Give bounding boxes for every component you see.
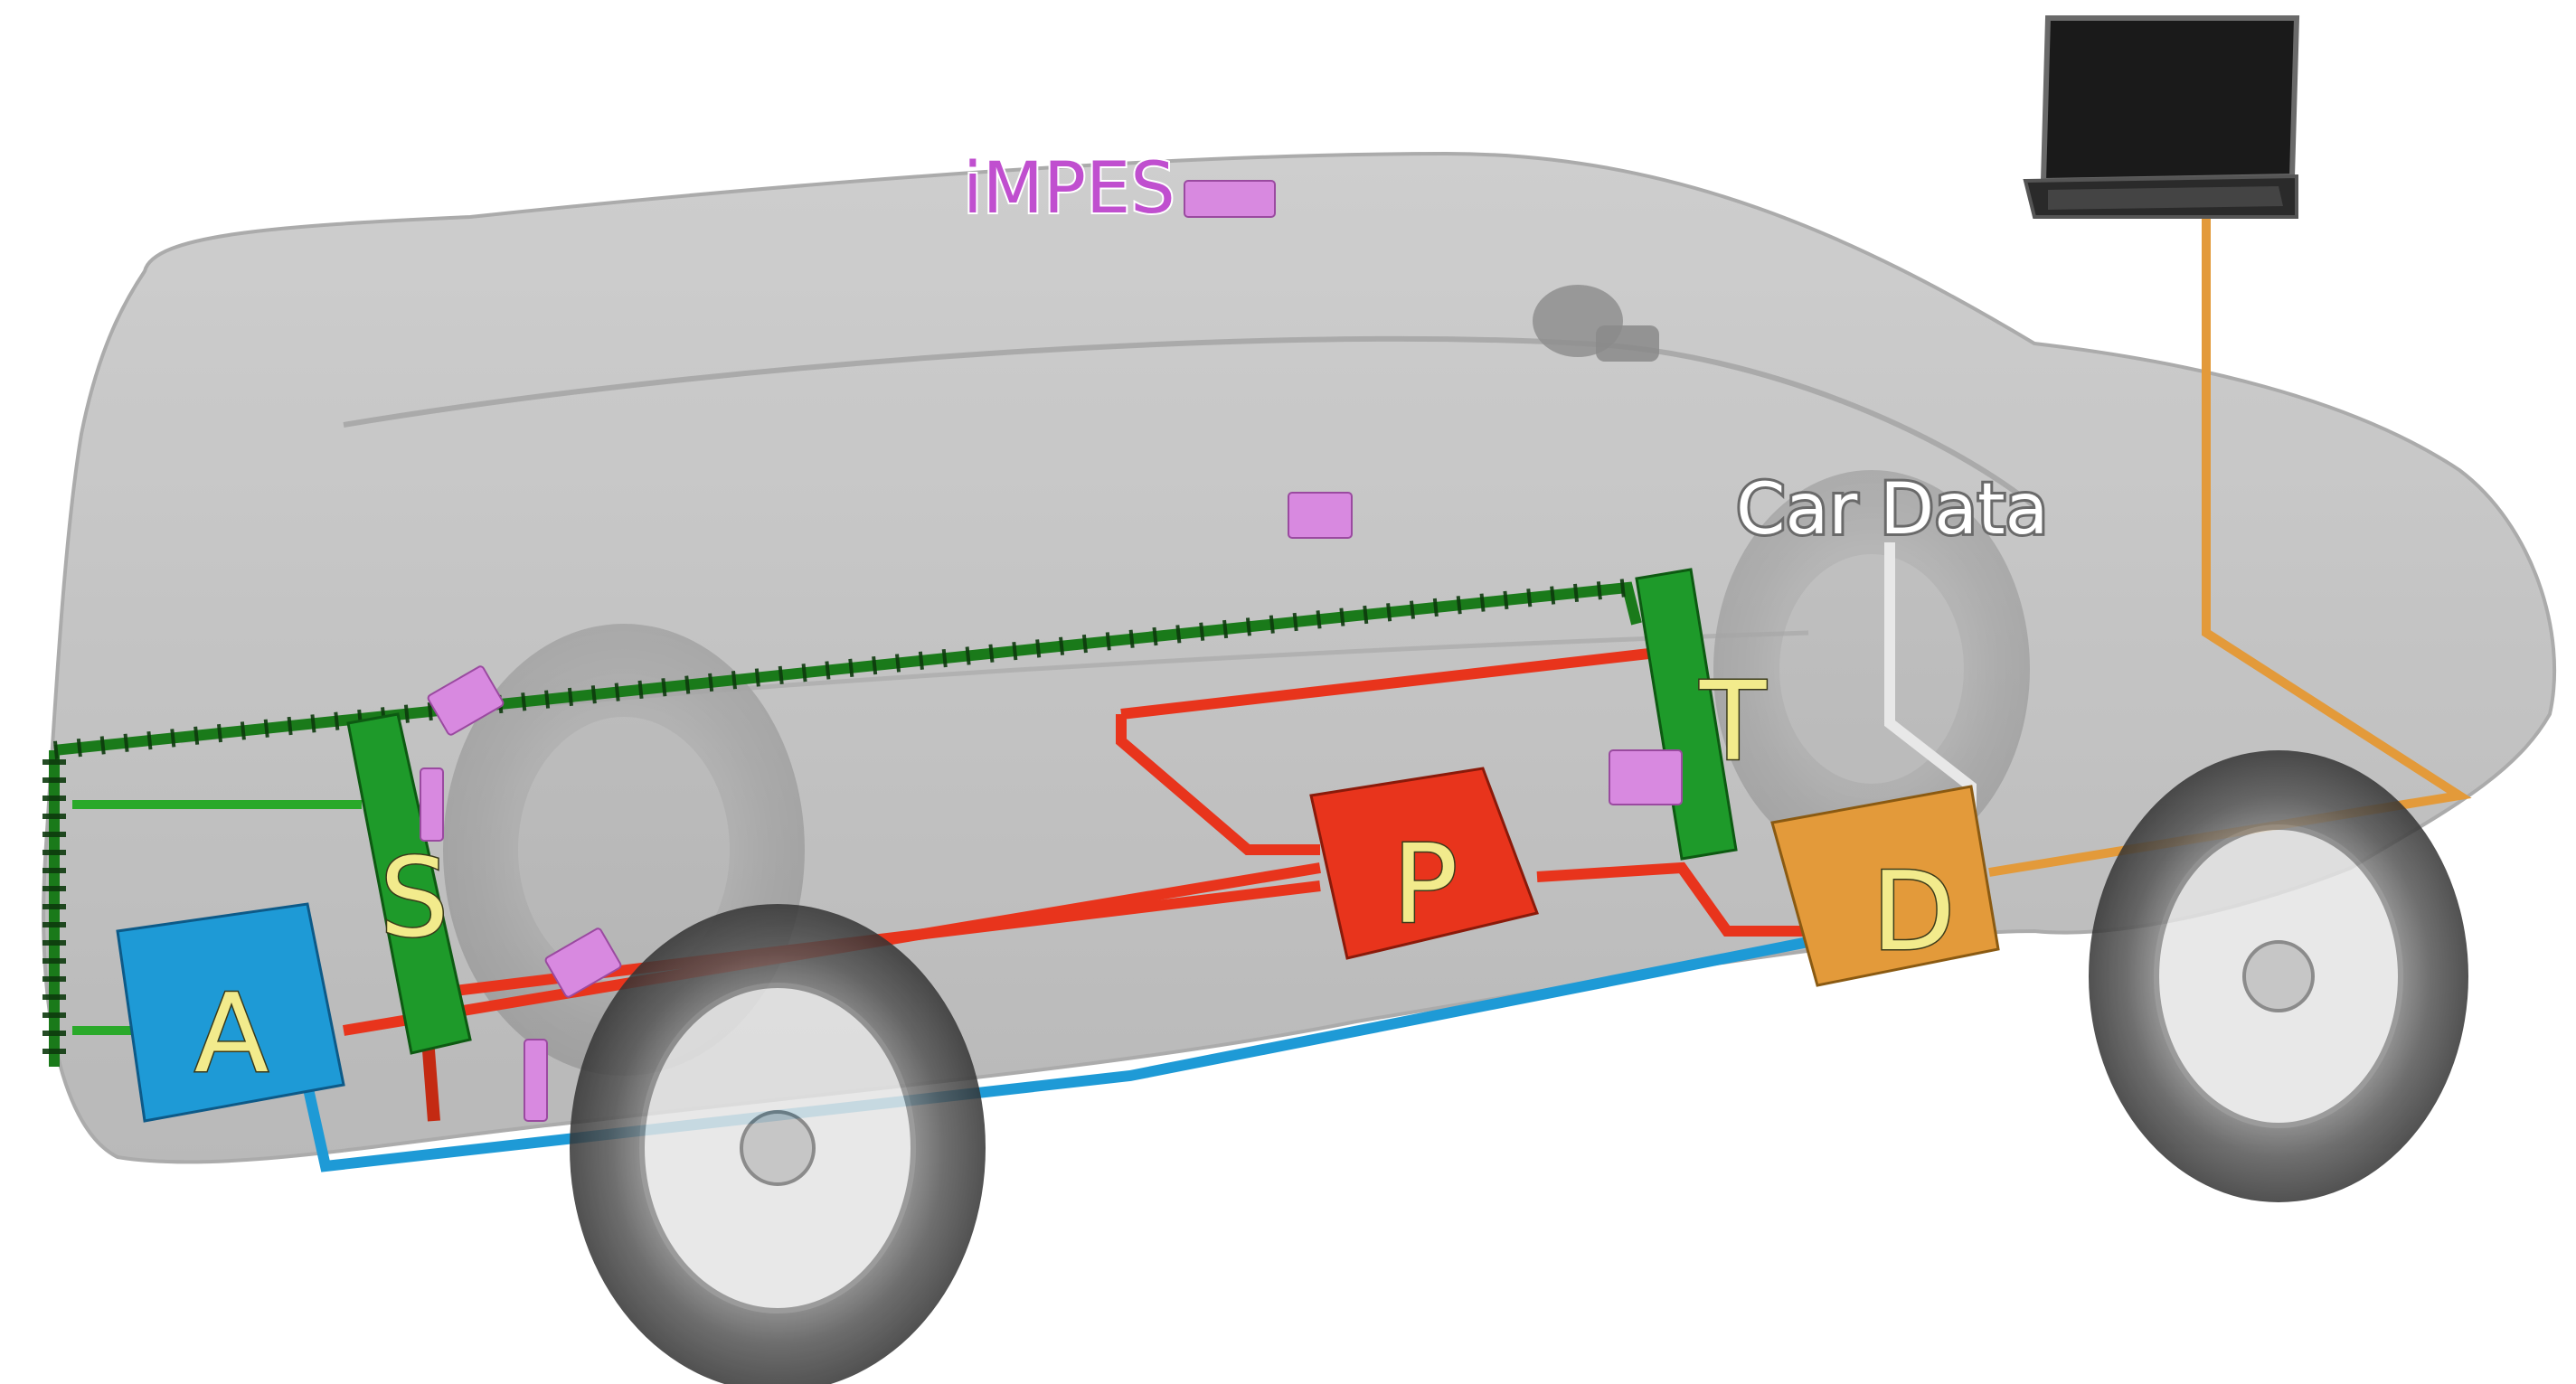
module-t-label: T	[1699, 660, 1767, 786]
impes-sensor	[427, 665, 505, 736]
module-p: P	[1309, 767, 1540, 960]
module-d-body	[1770, 785, 2000, 987]
car-data-label: Car Data	[1736, 469, 2048, 551]
impes-label: iMPES	[963, 148, 1175, 230]
front-near-wheel	[2089, 750, 2468, 1202]
impes-sensor	[1288, 492, 1353, 539]
green-cable	[42, 579, 1642, 1067]
module-p-label: P	[1392, 823, 1458, 948]
module-p-body	[1309, 767, 1540, 960]
module-s: S	[346, 712, 472, 1055]
roof-line	[343, 335, 2036, 509]
impes-sensor	[1609, 749, 1683, 805]
impes-sensors	[420, 180, 1683, 1122]
module-a: A	[116, 902, 345, 1123]
impes-sensor	[420, 767, 444, 842]
module-d: D	[1770, 785, 2000, 987]
impes-sensor	[544, 927, 622, 998]
laptop-icon	[2023, 15, 2300, 219]
module-s-label: S	[380, 836, 448, 962]
module-s-body	[346, 712, 472, 1055]
module-d-label: D	[1872, 850, 1955, 975]
impes-sensor	[524, 1039, 548, 1122]
rear-near-wheel	[570, 904, 986, 1384]
module-a-label: A	[194, 972, 269, 1097]
side-mirror	[1533, 285, 1659, 362]
module-a-body	[116, 902, 345, 1123]
impes-sensor	[1184, 180, 1276, 218]
